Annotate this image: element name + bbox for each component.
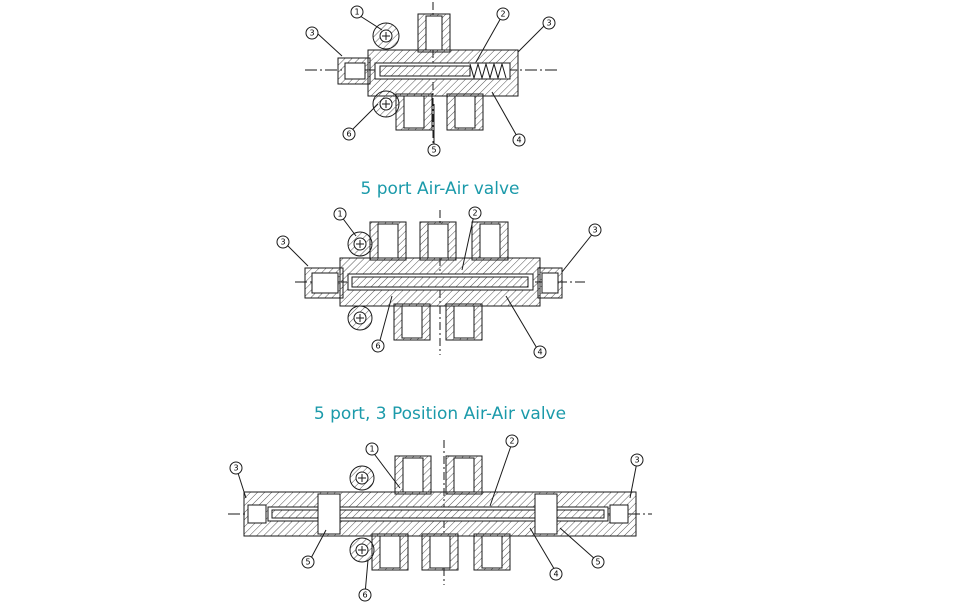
callout-marker: 3 xyxy=(305,26,319,40)
callout-marker: 1 xyxy=(350,5,364,19)
valve-3-callouts: 1 2 3 3 4 5 5 6 xyxy=(229,434,644,602)
valve-3-drawing xyxy=(228,440,652,595)
callout-number: 6 xyxy=(362,591,367,600)
callout-marker: 4 xyxy=(549,567,563,581)
callout-marker: 6 xyxy=(358,588,372,602)
callout-number: 2 xyxy=(472,209,477,218)
callout-number: 2 xyxy=(509,437,514,446)
callout-marker: 5 xyxy=(301,555,315,569)
valve-2-callouts: 1 2 3 3 4 6 xyxy=(276,206,602,359)
callout-number: 3 xyxy=(546,19,551,28)
callout-marker: 2 xyxy=(468,206,482,220)
callout-marker: 5 xyxy=(591,555,605,569)
callout-marker: 2 xyxy=(505,434,519,448)
callout-marker: 5 xyxy=(427,143,441,157)
valve-1-drawing xyxy=(305,2,560,148)
callout-number: 3 xyxy=(592,226,597,235)
callout-marker: 3 xyxy=(588,223,602,237)
callout-number: 4 xyxy=(516,136,521,145)
callout-marker: 3 xyxy=(229,461,243,475)
valve-2-drawing xyxy=(285,210,595,355)
callout-marker: 3 xyxy=(542,16,556,30)
callout-marker: 6 xyxy=(371,339,385,353)
callout-number: 1 xyxy=(354,8,359,17)
callout-marker: 3 xyxy=(630,453,644,467)
callout-number: 6 xyxy=(375,342,380,351)
callout-number: 6 xyxy=(346,130,351,139)
callout-number: 5 xyxy=(431,146,436,155)
callout-number: 4 xyxy=(553,570,558,579)
callout-marker: 2 xyxy=(496,7,510,21)
callout-marker: 4 xyxy=(533,345,547,359)
callout-number: 5 xyxy=(595,558,600,567)
callout-marker: 4 xyxy=(512,133,526,147)
callout-marker: 1 xyxy=(365,442,379,456)
callout-number: 3 xyxy=(309,29,314,38)
caption-valve-3: 5 port, 3 Position Air-Air valve xyxy=(313,404,567,424)
valve-1-callouts: 1 2 3 3 4 5 6 xyxy=(305,5,556,157)
callout-number: 1 xyxy=(369,445,374,454)
callout-number: 5 xyxy=(305,558,310,567)
callout-number: 4 xyxy=(537,348,542,357)
callout-marker: 6 xyxy=(342,127,356,141)
callout-marker: 1 xyxy=(333,207,347,221)
callout-number: 3 xyxy=(634,456,639,465)
callout-number: 2 xyxy=(500,10,505,19)
callout-number: 1 xyxy=(337,210,342,219)
callout-marker: 3 xyxy=(276,235,290,249)
callout-number: 3 xyxy=(233,464,238,473)
caption-valve-2: 5 port Air-Air valve xyxy=(360,179,520,199)
callout-number: 3 xyxy=(280,238,285,247)
